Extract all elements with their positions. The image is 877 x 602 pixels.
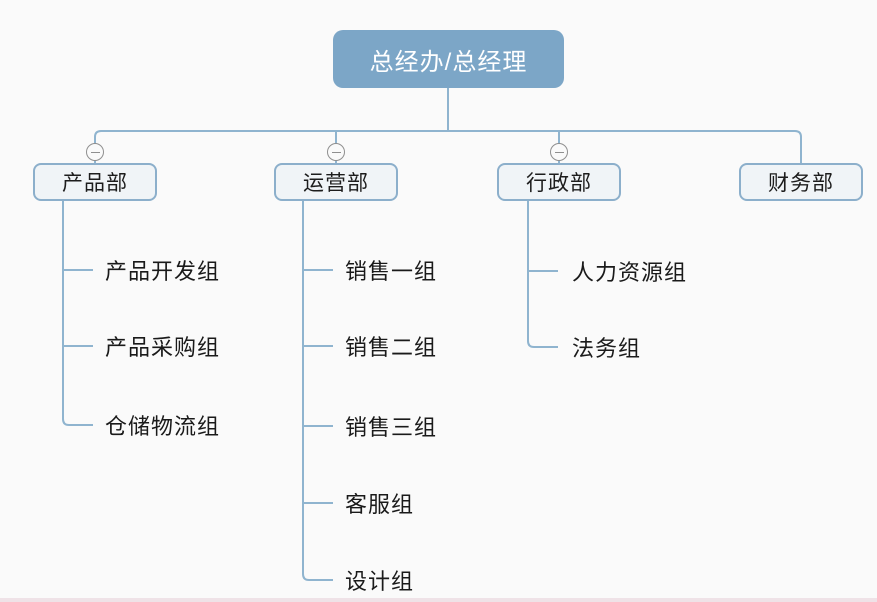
node-team[interactable]: 人力资源组 bbox=[572, 260, 688, 285]
minus-icon bbox=[554, 151, 564, 153]
node-product-dept[interactable]: 产品部 bbox=[33, 163, 157, 201]
node-team[interactable]: 客服组 bbox=[345, 492, 415, 517]
minus-icon bbox=[90, 151, 100, 153]
node-team[interactable]: 设计组 bbox=[345, 569, 415, 594]
node-team[interactable]: 法务组 bbox=[572, 336, 642, 361]
minus-icon bbox=[331, 151, 341, 153]
node-team[interactable]: 销售三组 bbox=[345, 415, 438, 440]
node-team[interactable]: 产品采购组 bbox=[105, 335, 221, 360]
bottom-edge-strip bbox=[0, 598, 877, 602]
node-root[interactable]: 总经办/总经理 bbox=[333, 30, 564, 88]
node-team[interactable]: 销售一组 bbox=[345, 259, 438, 284]
node-admin-dept[interactable]: 行政部 bbox=[497, 163, 621, 201]
connector-operations-rail bbox=[302, 201, 333, 581]
node-operations-dept[interactable]: 运营部 bbox=[274, 163, 398, 201]
node-team[interactable]: 产品开发组 bbox=[105, 259, 221, 284]
collapse-button-product[interactable] bbox=[86, 143, 104, 161]
collapse-button-operations[interactable] bbox=[327, 143, 345, 161]
node-finance-dept[interactable]: 财务部 bbox=[739, 163, 863, 201]
connector-main-rail bbox=[94, 130, 802, 163]
connector-admin-rail bbox=[527, 201, 558, 348]
node-team[interactable]: 销售二组 bbox=[345, 335, 438, 360]
node-team[interactable]: 仓储物流组 bbox=[105, 414, 221, 439]
collapse-button-admin[interactable] bbox=[550, 143, 568, 161]
connector-product-rail bbox=[62, 201, 93, 426]
